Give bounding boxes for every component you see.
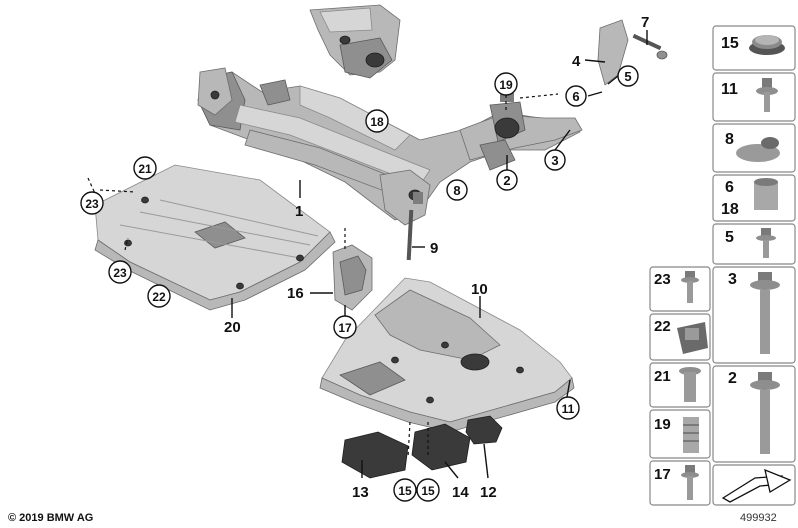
bolt-5-icon bbox=[761, 228, 771, 237]
callout-1: 1 bbox=[295, 203, 303, 220]
callout-5: 5 bbox=[624, 69, 631, 84]
legend-11: 11 bbox=[721, 81, 738, 98]
legend-box-3 bbox=[712, 266, 796, 364]
callout-10: 10 bbox=[471, 281, 488, 298]
callout-12: 12 bbox=[480, 484, 497, 501]
callout-3-circle bbox=[544, 149, 566, 171]
front-axle-subframe bbox=[197, 4, 583, 226]
callouts: 1 2 3 4 5 6 7 8 9 10 11 12 13 14 15 15 1… bbox=[80, 14, 649, 502]
callout-23a: 23 bbox=[85, 197, 99, 211]
leader-lines bbox=[87, 30, 648, 479]
callout-23b: 23 bbox=[113, 266, 127, 280]
legend-8: 8 bbox=[725, 131, 734, 148]
callout-7: 7 bbox=[641, 14, 649, 31]
doc-number: 499932 bbox=[740, 512, 777, 524]
callout-14: 14 bbox=[452, 484, 469, 501]
copyright: © 2019 BMW AG bbox=[8, 512, 93, 524]
callout-23a-circle bbox=[80, 191, 104, 215]
legend-5: 5 bbox=[725, 229, 734, 246]
callout-18: 18 bbox=[370, 115, 384, 129]
legend-3: 3 bbox=[728, 271, 737, 288]
legend-22: 22 bbox=[654, 318, 671, 335]
callout-2-circle bbox=[496, 169, 518, 191]
callout-15b: 15 bbox=[421, 484, 435, 498]
bolt-17-icon bbox=[685, 465, 695, 474]
callout-11: 11 bbox=[562, 402, 575, 416]
callout-8-circle bbox=[446, 179, 468, 201]
legend-6: 6 bbox=[725, 179, 734, 196]
callout-17-circle bbox=[333, 315, 357, 339]
callout-15b-circle bbox=[416, 478, 440, 502]
engine-skid-plate-10 bbox=[319, 277, 575, 433]
callout-16: 16 bbox=[287, 285, 304, 302]
callout-17: 17 bbox=[338, 321, 352, 335]
legend-21: 21 bbox=[654, 368, 671, 385]
callout-2: 2 bbox=[503, 173, 510, 188]
underbody-panel-20 bbox=[94, 164, 336, 311]
callout-21: 21 bbox=[138, 162, 152, 176]
callout-5-circle bbox=[617, 65, 639, 87]
sleeve-icon bbox=[683, 417, 699, 453]
callout-22-circle bbox=[147, 284, 171, 308]
callout-19-circle bbox=[494, 72, 518, 96]
legend-2: 2 bbox=[728, 370, 737, 387]
small-covers bbox=[341, 415, 503, 479]
callout-11-circle bbox=[556, 396, 580, 420]
callout-19: 19 bbox=[499, 78, 513, 92]
bushing-icon bbox=[754, 182, 778, 210]
bolt-23-icon bbox=[685, 271, 695, 279]
legend-15: 15 bbox=[721, 35, 739, 52]
callout-6-circle bbox=[565, 85, 587, 107]
callout-23b-circle bbox=[108, 260, 132, 284]
fastener-legend: 15 11 8 6 18 5 23 3 22 21 2 19 17 bbox=[649, 25, 796, 506]
legend-18: 18 bbox=[721, 201, 739, 218]
callout-6: 6 bbox=[572, 89, 579, 104]
callout-18-circle bbox=[365, 109, 389, 133]
legend-23: 23 bbox=[654, 271, 671, 288]
callout-22: 22 bbox=[152, 290, 166, 304]
bolt-11-icon bbox=[762, 78, 772, 90]
callout-9: 9 bbox=[430, 240, 438, 257]
bracket-16 bbox=[332, 244, 373, 311]
callout-15a-circle bbox=[393, 478, 417, 502]
callout-20: 20 bbox=[224, 319, 241, 336]
legend-box-2 bbox=[712, 365, 796, 463]
callout-4: 4 bbox=[572, 53, 581, 70]
legend-box-11 bbox=[712, 72, 796, 122]
callout-13: 13 bbox=[352, 484, 369, 501]
callout-15a: 15 bbox=[398, 484, 412, 498]
legend-box-5 bbox=[712, 223, 796, 265]
callout-21-circle bbox=[133, 156, 157, 180]
legend-19: 19 bbox=[654, 416, 671, 433]
legend-17: 17 bbox=[654, 466, 671, 483]
callout-3: 3 bbox=[551, 153, 558, 168]
callout-8: 8 bbox=[453, 183, 460, 198]
